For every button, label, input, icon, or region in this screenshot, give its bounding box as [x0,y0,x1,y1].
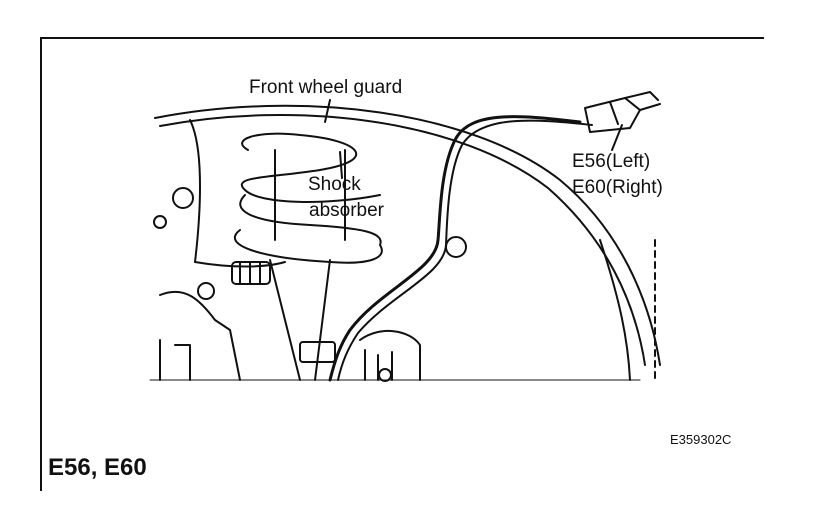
coil-spring [233,132,383,264]
bolt-hole-2 [172,187,194,209]
wheel-guard-inner-arc [159,114,646,366]
wire-harness [328,115,582,382]
right-connector-label: E60(Right) [572,177,663,198]
connector-title: E56, E60 [48,454,147,481]
wheel-guard-outer-arc [154,104,661,366]
bolt-hole [197,282,215,300]
figure-code: E359302C [670,432,732,447]
body-panel [159,290,241,381]
front-wheel-guard-label: Front wheel guard [249,77,403,98]
connector-leader [611,124,623,151]
guard-leader [324,99,331,123]
strut-lower [269,259,331,381]
diagram-frame [40,37,764,491]
bracket [189,119,286,268]
connector-plug [584,97,641,133]
shock-absorber-label-line1: Shock [308,174,361,195]
wheel-guard-lower-arc [599,239,631,381]
bolt-hole-3 [153,215,167,229]
shock-leader [339,151,343,179]
bolt-hole-4 [445,236,467,258]
strut-body [274,149,346,241]
brake-caliper [359,329,421,381]
left-connector-label: E56(Left) [572,151,651,172]
shock-absorber-label-line2: absorber [309,200,384,221]
